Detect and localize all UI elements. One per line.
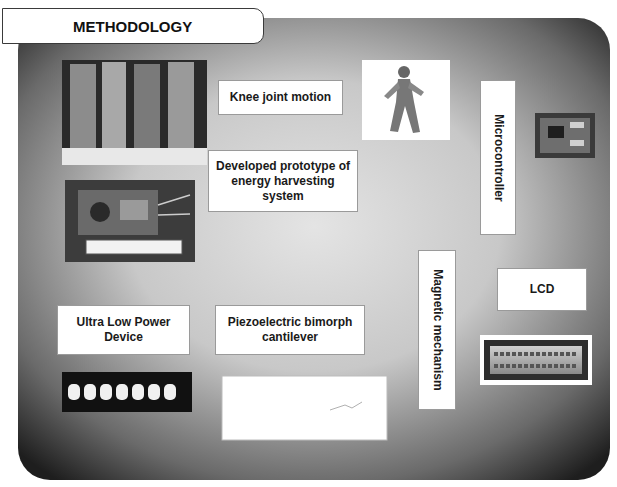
board-shape (78, 190, 158, 235)
label-box: LCD (497, 268, 587, 311)
photo-frame (62, 60, 207, 165)
led-shape (164, 384, 176, 400)
box-label: Microcontroller (491, 114, 506, 201)
lcd-screen (490, 346, 582, 374)
label-box: Knee joint motion (218, 80, 343, 115)
lcd-cells (494, 354, 578, 366)
leg-shape (134, 64, 160, 160)
photo-frame (62, 372, 192, 412)
prototype-photo (65, 180, 195, 262)
photo-frame (362, 60, 450, 140)
led-shape (84, 384, 96, 400)
header-shape (570, 140, 584, 146)
leg-shape (102, 62, 126, 160)
led-shape (132, 384, 144, 400)
label-box: Ultra Low Power Device (57, 305, 190, 355)
led-shape (116, 384, 128, 400)
part-shape (120, 200, 148, 220)
figure-head (398, 66, 410, 78)
box-label: Ultra Low Power Device (64, 315, 183, 345)
label-box: Microcontroller (480, 80, 516, 235)
box-label: Magnetic mechanism (430, 269, 445, 390)
photo-frame (480, 335, 592, 385)
slide-title: METHODOLOGY (73, 18, 192, 35)
lcd-photo (480, 335, 592, 385)
header-shape (570, 122, 584, 128)
chip-shape (548, 126, 564, 138)
lcd-bezel (484, 340, 588, 380)
figure-arms (384, 82, 424, 99)
label-box: Developed prototype of energy harvesting… (208, 150, 358, 212)
photo-frame (222, 376, 387, 440)
led-shape (148, 384, 160, 400)
photo-frame (65, 180, 195, 262)
label-box: Magnetic mechanism (418, 250, 456, 410)
beam-shape (86, 240, 182, 254)
part-shape (90, 202, 110, 222)
leg-shape (168, 62, 194, 160)
led-shape (68, 384, 80, 400)
board-photo (535, 113, 595, 158)
box-label: Knee joint motion (230, 90, 331, 105)
leg-shape (70, 64, 96, 159)
device-photo (62, 372, 192, 412)
title-tab: METHODOLOGY (2, 8, 264, 44)
led-shape (100, 384, 112, 400)
floor-shape (62, 148, 207, 165)
box-label: LCD (530, 282, 555, 297)
box-label: Piezoelectric bimorph cantilever (222, 315, 358, 345)
box-label: Developed prototype of energy harvesting… (215, 159, 351, 204)
figure-photo (362, 60, 450, 140)
pcb-shape (540, 118, 590, 153)
slide-panel (18, 18, 610, 480)
legs-photo (62, 60, 207, 165)
label-box: Piezoelectric bimorph cantilever (215, 305, 365, 355)
faint-mark (330, 402, 362, 410)
wire-shape (158, 195, 190, 215)
blank-photo (222, 376, 387, 440)
photo-frame (535, 113, 595, 158)
